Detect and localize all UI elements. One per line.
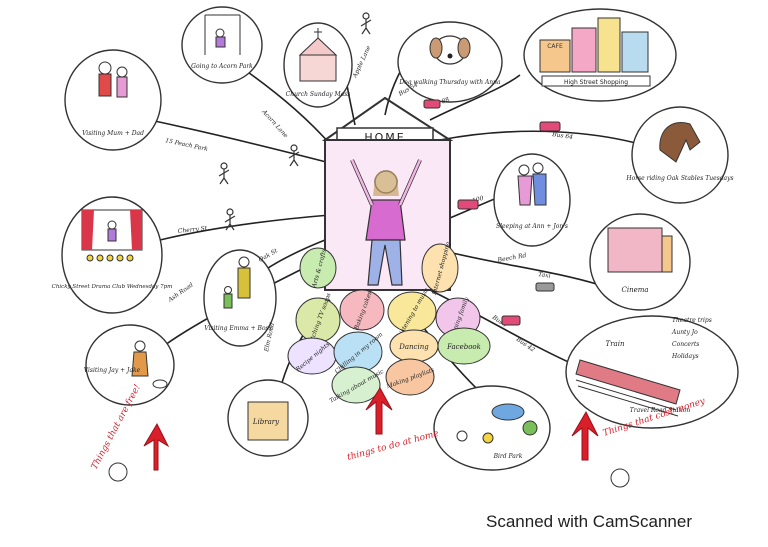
- walking-person-icon: [224, 208, 236, 231]
- bus-icon: [457, 199, 479, 210]
- destination-clouds: Visiting Mum + Dad Going to Acorn Park: [52, 6, 739, 471]
- home-activities-cloud: Arts & crafts Internet shopping Watching…: [287, 241, 491, 405]
- route-line: [149, 119, 339, 166]
- route-line: [439, 249, 601, 286]
- route-line: [439, 130, 661, 151]
- svg-text:Bus 42: Bus 42: [514, 335, 536, 353]
- activity-bubble: Internet shopping: [421, 241, 459, 297]
- svg-text:Facebook: Facebook: [446, 343, 481, 351]
- home-house: HOME: [321, 96, 454, 291]
- walking-person-icon: [360, 12, 372, 35]
- transport-icons: [218, 12, 561, 326]
- activity-bubble: Listening to music: [387, 286, 437, 340]
- hugging-figures: [517, 162, 547, 206]
- destination-sleeping-over: Sleeping at Ann + Jon's: [493, 153, 571, 247]
- activity-bubble: Making playlists: [385, 358, 435, 396]
- taxi-icon: [535, 282, 555, 292]
- walking-person-icon: [218, 162, 230, 185]
- svg-text:Acorn Lane: Acorn Lane: [260, 108, 290, 140]
- destination-cinema: Cinema: [589, 213, 691, 311]
- svg-text:Cinema: Cinema: [621, 286, 648, 294]
- bus-icon: [539, 121, 561, 132]
- church-building: [298, 28, 338, 82]
- destination-library: Library: [227, 379, 309, 457]
- svg-text:Concerts: Concerts: [672, 341, 699, 348]
- svg-text:Bus 64: Bus 64: [551, 131, 574, 141]
- person-with-dog-figure: [131, 340, 168, 389]
- svg-text:Aunty Jo: Aunty Jo: [671, 329, 698, 336]
- svg-text:Visiting Jay + Jake: Visiting Jay + Jake: [84, 367, 141, 374]
- pond-and-ducks: [456, 403, 538, 444]
- destination-church: Church Sunday Mass: [283, 22, 353, 108]
- destination-horse-riding: Horse riding Oak Stables Tuesdays: [625, 106, 734, 204]
- parents-figure: [98, 61, 128, 98]
- bus-icon: [501, 315, 521, 326]
- activity-bubble: Dancing: [389, 329, 439, 363]
- svg-text:Going to Acorn Park: Going to Acorn Park: [191, 63, 253, 70]
- destination-drama-club: Chicky Street Drama Club Wednesday 7pm: [52, 196, 173, 314]
- svg-text:Sleeping at Ann + Jon's: Sleeping at Ann + Jon's: [496, 223, 568, 230]
- bus-icon: [423, 99, 441, 109]
- svg-text:Taxi: Taxi: [538, 271, 551, 280]
- scan-watermark: Scanned with CamScanner: [486, 512, 693, 531]
- svg-text:High Street Shopping: High Street Shopping: [564, 79, 628, 86]
- person-figure: [350, 159, 422, 286]
- destination-train: Train Theatre trips Aunty Jo Concerts Ho…: [565, 315, 739, 429]
- svg-text:Train: Train: [606, 340, 625, 348]
- svg-text:Travel Road Station: Travel Road Station: [630, 407, 691, 414]
- activity-bubble: Arts & crafts: [299, 247, 337, 289]
- svg-text:Cherry St.: Cherry St.: [177, 225, 209, 235]
- svg-text:Dancing: Dancing: [398, 343, 429, 351]
- cinema-building: [607, 227, 673, 273]
- activity-bubble: Baking cakes: [339, 289, 385, 332]
- svg-text:Beech Rd: Beech Rd: [496, 252, 527, 264]
- train-icon: [575, 359, 681, 417]
- svg-text:Holidays: Holidays: [671, 353, 699, 360]
- destination-acorn-park: Going to Acorn Park: [181, 6, 263, 84]
- swing-figure: [204, 14, 241, 55]
- destination-dog-walking: Dog walking Thursday with Anna: [397, 21, 503, 103]
- route-line: [429, 74, 521, 121]
- svg-text:Chicky Street Drama Club Wedne: Chicky Street Drama Club Wednesday 7pm: [52, 284, 173, 290]
- theatre-stage: [81, 209, 143, 262]
- svg-text:CAFE: CAFE: [547, 43, 563, 50]
- destination-jay-jake: Visiting Jay + Jake: [84, 324, 175, 406]
- route-line: [264, 239, 326, 271]
- svg-text:Oak St: Oak St: [258, 247, 280, 264]
- svg-text:Church Sunday Mass: Church Sunday Mass: [286, 91, 351, 98]
- svg-text:things to do at home: things to do at home: [346, 429, 440, 463]
- svg-text:Visiting Mum + Dad: Visiting Mum + Dad: [82, 130, 144, 137]
- activity-bubble: Facebook: [437, 327, 491, 365]
- dog-icon: [429, 35, 471, 65]
- svg-text:15 Peach Park: 15 Peach Park: [165, 137, 209, 153]
- destination-emma-boss: Visiting Emma + Boss: [203, 249, 277, 347]
- svg-text:Apple Lane: Apple Lane: [351, 44, 372, 79]
- destination-bird-park: Bird Park: [433, 385, 551, 471]
- library-building: [247, 401, 289, 441]
- walking-person-icon: [288, 144, 300, 167]
- mother-child-figure: [223, 256, 251, 309]
- route-line: [159, 214, 331, 241]
- svg-text:Visiting Emma + Boss: Visiting Emma + Boss: [204, 325, 271, 332]
- svg-text:Bird Park: Bird Park: [493, 453, 523, 460]
- shops-buildings: CAFE: [539, 17, 649, 73]
- destination-mum-dad: Visiting Mum + Dad: [64, 49, 162, 151]
- svg-text:Dog walking Thursday with Anna: Dog walking Thursday with Anna: [398, 79, 501, 86]
- svg-text:Theatre trips: Theatre trips: [672, 317, 712, 324]
- activity-bubble: Recipe nights: [287, 337, 337, 375]
- svg-text:Library: Library: [252, 418, 280, 426]
- svg-text:Horse riding Oak Stables Tuesd: Horse riding Oak Stables Tuesdays: [625, 175, 733, 182]
- horse-icon: [659, 122, 701, 163]
- destination-high-street: CAFE High Street Shopping: [523, 8, 677, 102]
